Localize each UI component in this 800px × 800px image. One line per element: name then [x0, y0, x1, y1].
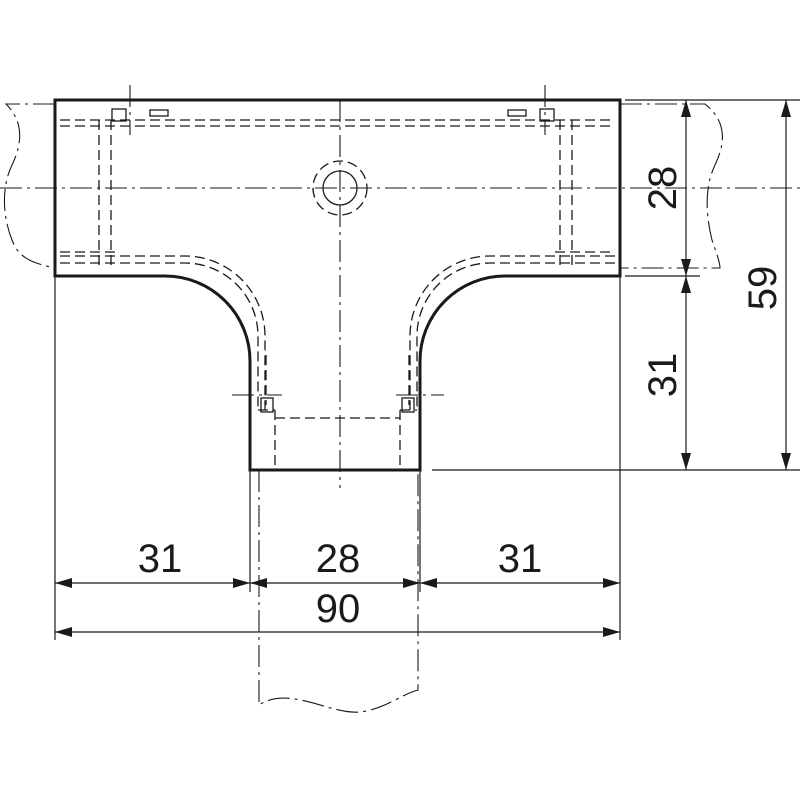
right-break-line [620, 103, 723, 269]
dim-bottom-left: 31 [138, 537, 183, 581]
dim-bottom-middle: 28 [316, 537, 361, 581]
hidden-contours [60, 119, 615, 470]
center-lines [0, 85, 800, 488]
dim-overall-width: 90 [316, 587, 361, 631]
dim-right-lower: 31 [641, 353, 685, 398]
left-break-line [3, 103, 56, 269]
dim-overall-height: 59 [741, 266, 785, 311]
bottom-break-line [258, 470, 419, 713]
extension-lines [54, 99, 800, 640]
dim-right-upper: 28 [641, 166, 685, 211]
locking-tabs [111, 108, 555, 413]
screw-hole [312, 160, 368, 216]
break-lines [3, 103, 723, 713]
arrowheads [55, 100, 791, 637]
dim-bottom-right: 31 [498, 537, 543, 581]
tee-outline [53, 98, 622, 472]
